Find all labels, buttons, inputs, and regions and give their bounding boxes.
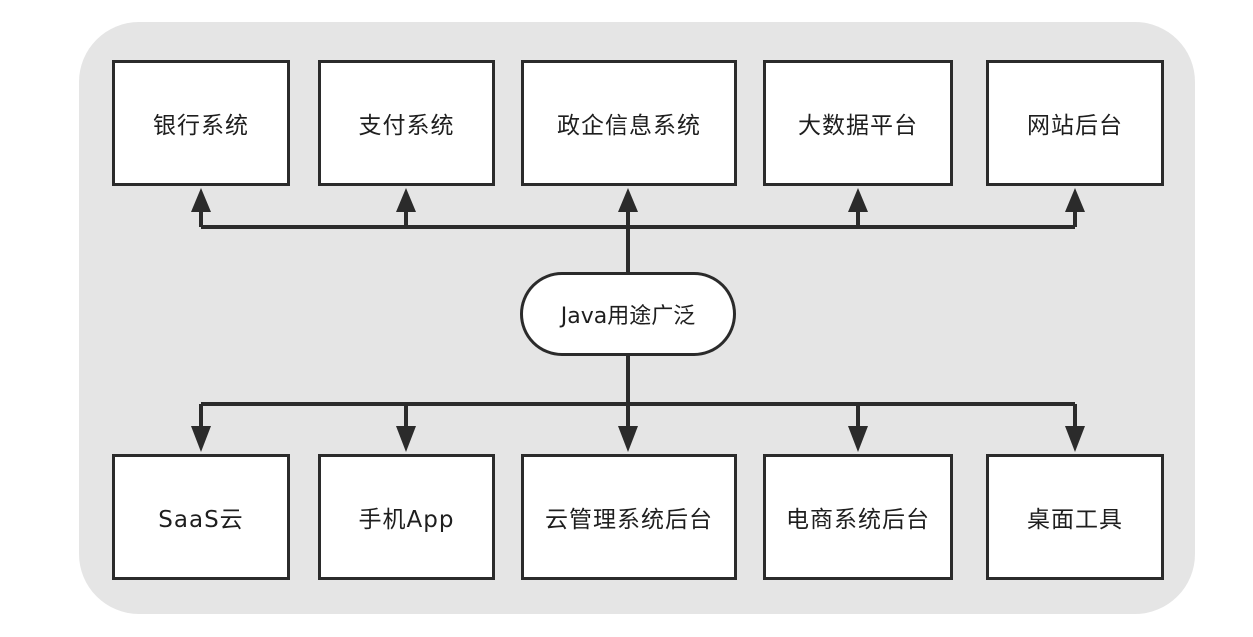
arrowhead-payment <box>396 188 416 212</box>
node-java-center: Java用途广泛 <box>520 272 736 356</box>
arrowhead-bigdata <box>848 188 868 212</box>
node-cloud-admin-backend: 云管理系统后台 <box>521 454 737 580</box>
arrowhead-bank <box>191 188 211 212</box>
arrowhead-mobile <box>396 426 416 452</box>
node-bank-system: 银行系统 <box>112 60 290 186</box>
arrowhead-ecom <box>848 426 868 452</box>
arrowhead-cloudadmin <box>618 426 638 452</box>
arrowhead-web <box>1065 188 1085 212</box>
node-desktop-tools: 桌面工具 <box>986 454 1164 580</box>
arrowhead-saas <box>191 426 211 452</box>
node-payment-system: 支付系统 <box>318 60 495 186</box>
node-ecommerce-backend: 电商系统后台 <box>763 454 953 580</box>
node-saas-cloud: SaaS云 <box>112 454 290 580</box>
arrowhead-gov <box>618 188 638 212</box>
node-website-backend: 网站后台 <box>986 60 1164 186</box>
node-gov-enterprise-system: 政企信息系统 <box>521 60 737 186</box>
node-big-data-platform: 大数据平台 <box>763 60 953 186</box>
arrowhead-desktop <box>1065 426 1085 452</box>
node-mobile-app: 手机App <box>318 454 495 580</box>
